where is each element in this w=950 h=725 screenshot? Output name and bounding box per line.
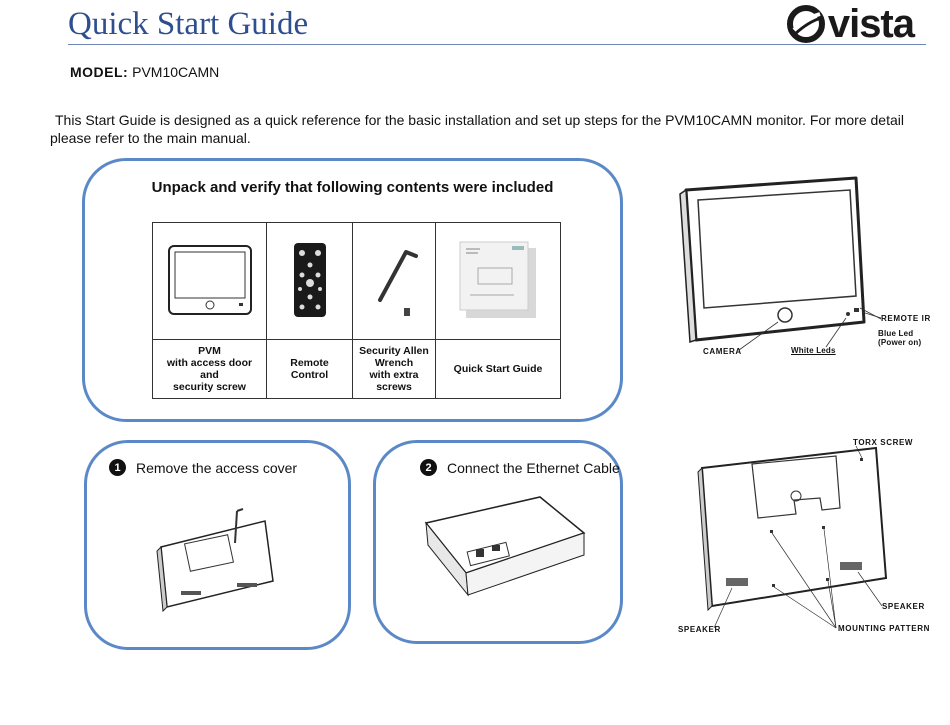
contents-table: PVM with access door and security screw … <box>152 222 561 399</box>
allen-wrench-icon <box>378 249 418 316</box>
camera-label: CAMERA <box>703 347 742 356</box>
caption-line: Wrench <box>374 357 414 369</box>
monitor-image-cell <box>152 222 267 340</box>
step-2-card: 2 Connect the Ethernet Cable <box>373 440 623 644</box>
step-2-heading: 2 Connect the Ethernet Cable <box>420 459 620 476</box>
speaker-right-label: SPEAKER <box>882 602 925 611</box>
caption-line: PVM <box>198 345 221 357</box>
caption-line: Quick Start Guide <box>453 363 543 375</box>
ethernet-illustration <box>424 496 586 597</box>
step-number-1: 1 <box>109 459 126 476</box>
monitor-front-diagram <box>679 176 882 351</box>
model-line: MODEL: PVM10CAMN <box>70 64 219 80</box>
caption-line: Remote <box>290 357 329 369</box>
remove-cover-illustration <box>156 508 274 613</box>
step-1-card: 1 Remove the access cover <box>84 440 351 650</box>
vista-logo: vista <box>786 1 915 46</box>
monitor-caption: PVM with access door and security screw <box>152 339 267 399</box>
intro-text: This Start Guide is designed as a quick … <box>50 112 904 146</box>
caption-line: Security Allen <box>359 345 429 357</box>
caption-line: with extra <box>369 369 419 381</box>
mounting-pattern-label: MOUNTING PATTERN <box>838 624 930 633</box>
speaker-left-label: SPEAKER <box>678 625 721 634</box>
wrench-image-cell <box>352 222 436 340</box>
caption-line: with access door and <box>166 357 253 381</box>
remote-ir-label: REMOTE IR <box>881 314 931 323</box>
unpack-title: Unpack and verify that following content… <box>151 179 554 196</box>
guide-image-cell <box>435 222 561 340</box>
step-2-text: Connect the Ethernet Cable <box>447 459 620 476</box>
caption-line: screws <box>376 381 412 393</box>
monitor-icon <box>167 244 252 315</box>
unpack-contents-card: Unpack and verify that following content… <box>82 158 623 422</box>
guide-caption: Quick Start Guide <box>435 339 561 399</box>
remote-image-cell <box>266 222 353 340</box>
wrench-caption: Security Allen Wrench with extra screws <box>352 339 436 399</box>
logo-text: vista <box>827 1 915 46</box>
title-rule <box>68 44 926 45</box>
model-label: MODEL: <box>70 64 129 80</box>
remote-control-icon <box>293 242 326 317</box>
caption-line: security screw <box>173 381 246 393</box>
torx-screw-label: TORX SCREW <box>853 438 914 447</box>
vista-swirl-icon <box>786 5 825 43</box>
white-leds-label: White Leds <box>791 346 836 355</box>
caption-line: Control <box>290 369 329 381</box>
page-title: Quick Start Guide <box>68 6 309 42</box>
blue-led-label: Blue Led <box>878 329 914 338</box>
step-1-text: Remove the access cover <box>136 459 298 476</box>
remote-caption: Remote Control <box>266 339 353 399</box>
model-value: PVM10CAMN <box>132 64 220 80</box>
monitor-back-diagram <box>697 445 888 629</box>
booklet-icon <box>459 241 536 318</box>
step-1-heading: 1 Remove the access cover <box>109 459 297 476</box>
step-number-2: 2 <box>420 459 437 476</box>
power-on-label: (Power on) <box>878 338 922 347</box>
